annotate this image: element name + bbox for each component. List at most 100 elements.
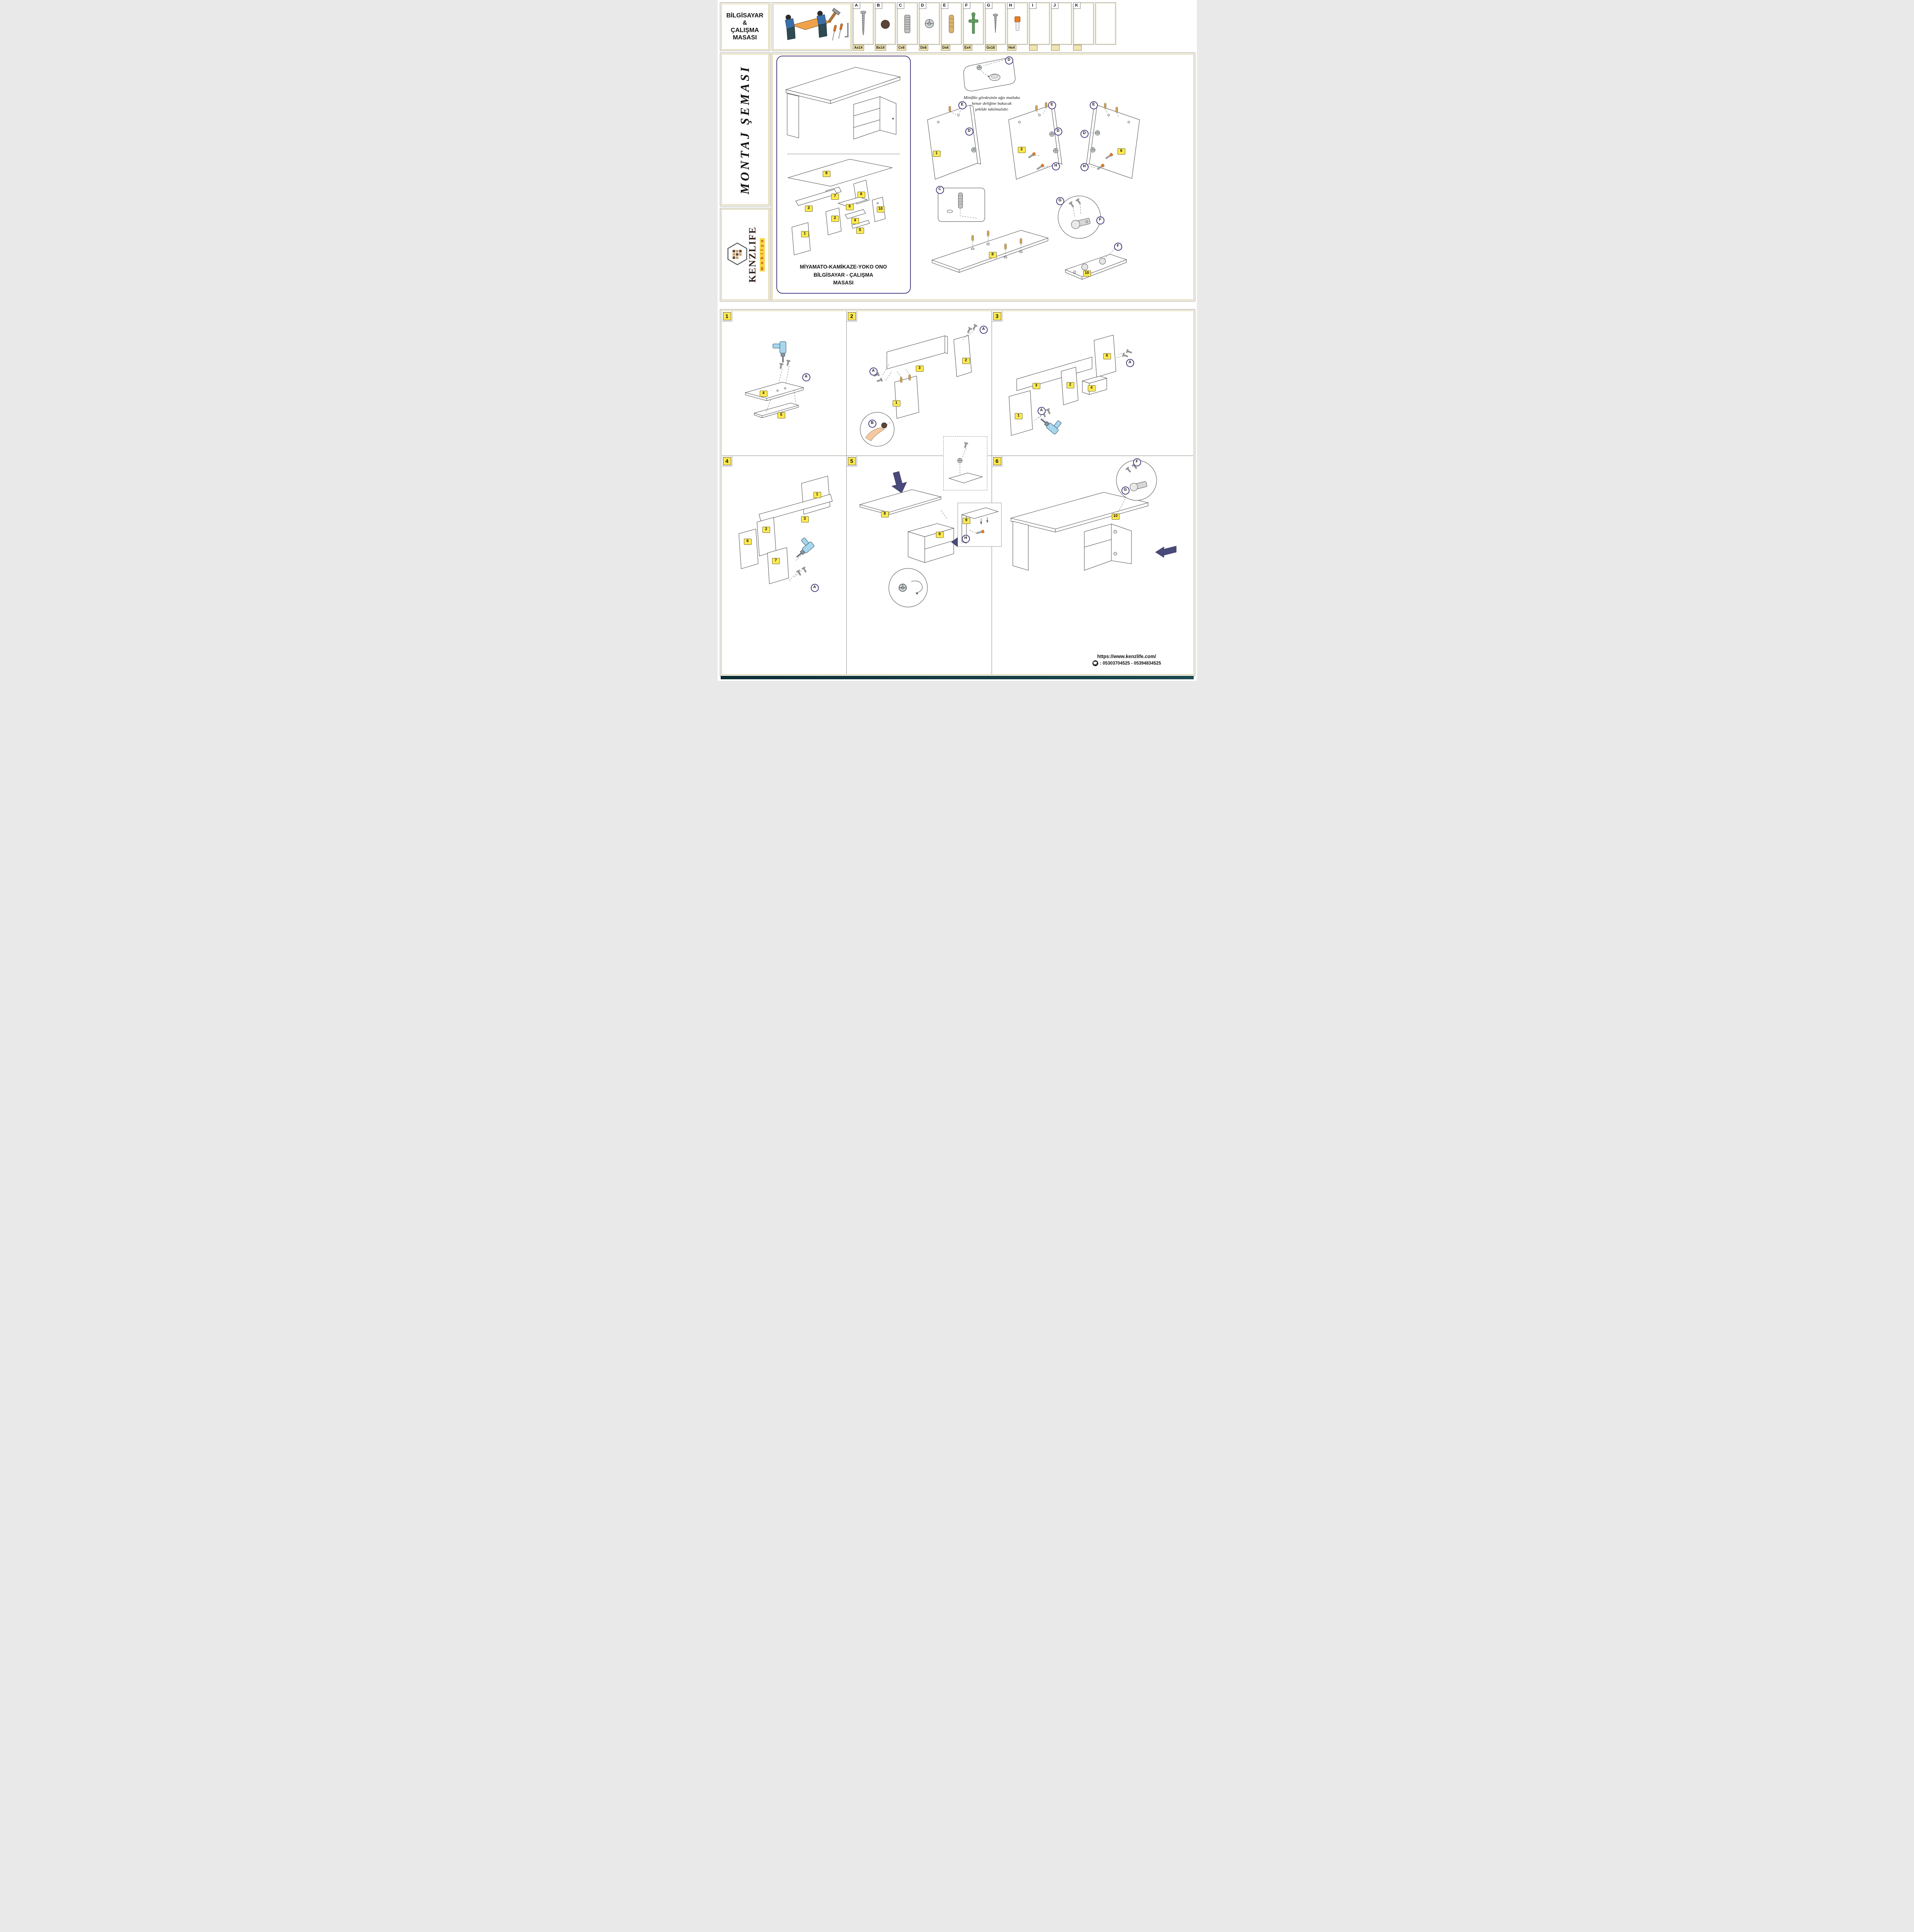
part-number-3: 3 bbox=[801, 516, 809, 522]
callout-letter-f: F bbox=[1096, 216, 1104, 224]
cam-screw-inset-drawing bbox=[948, 442, 983, 483]
callout-letter-a: A bbox=[1037, 407, 1046, 415]
desk-overview-drawing bbox=[785, 67, 901, 139]
title-line: ÇALIŞMA bbox=[731, 27, 759, 34]
workers-tools-illustration bbox=[784, 8, 849, 41]
note-line: Minifiks gövdesinin ağzı mutlaka bbox=[963, 95, 1020, 100]
part-column-d: D Dx6 bbox=[919, 2, 940, 51]
step-2-drawing bbox=[860, 324, 977, 447]
part-column-i: I bbox=[1029, 2, 1050, 51]
part-letter: J bbox=[1051, 2, 1058, 9]
part-letter: I bbox=[1029, 2, 1036, 9]
footer: https://www.kenzlife.com/ ☎ : 0530370452… bbox=[1063, 654, 1191, 666]
title-line: MASASI bbox=[733, 34, 757, 41]
part-letter: A bbox=[852, 2, 860, 9]
part-column-e: E Dx6 bbox=[941, 2, 962, 51]
step-2-header: 2 bbox=[846, 311, 857, 321]
screw-large-icon bbox=[860, 11, 866, 36]
part-number-4: 4 bbox=[851, 218, 859, 224]
part-qty: Hx4 bbox=[1007, 45, 1017, 51]
part-number-8: 8 bbox=[881, 511, 889, 517]
product-title-line: MASASI bbox=[833, 279, 854, 286]
part-column-j: J bbox=[1051, 2, 1072, 51]
part-number-1: 1 bbox=[801, 231, 809, 237]
callout-letter-a: A bbox=[810, 584, 819, 592]
step-5-header: 5 bbox=[846, 456, 857, 466]
phone-numbers: : 05303704525 - 05394834525 bbox=[1100, 661, 1161, 666]
callout-letter-f: F bbox=[1133, 458, 1141, 466]
step-3-drawing bbox=[1008, 335, 1132, 436]
part-number-10: 10 bbox=[1111, 514, 1119, 520]
phone-icon: ☎ bbox=[1092, 660, 1098, 666]
part-letter: G bbox=[985, 2, 992, 9]
callout-letter-g: G bbox=[1056, 197, 1064, 205]
website-url: https://www.kenzlife.com/ bbox=[1097, 654, 1156, 659]
part-number-2: 2 bbox=[1017, 147, 1026, 153]
panel-8-dowels-drawing bbox=[931, 230, 1049, 273]
part-column-h: H Hx4 bbox=[1007, 2, 1028, 51]
part-number-9: 9 bbox=[846, 204, 854, 210]
part-number-6: 6 bbox=[1117, 148, 1125, 155]
sheet-title: BİLGİSAYAR & ÇALIŞMA MASASI bbox=[720, 3, 770, 51]
part-qty: Bx14 bbox=[874, 45, 886, 51]
workers-tools-box bbox=[771, 2, 852, 51]
callout-letter-d: D bbox=[1005, 56, 1013, 65]
part-column-a: A Ax14 bbox=[852, 2, 874, 51]
product-title-line: MİYAMATO-KAMİKAZE-YOKO ONO bbox=[800, 264, 887, 270]
part-number-7: 7 bbox=[772, 558, 780, 564]
part-column-b: B Bx14 bbox=[874, 2, 896, 51]
part-number-3: 3 bbox=[805, 206, 813, 212]
step-1-header: 1 bbox=[721, 311, 732, 321]
part-qty: Ex4 bbox=[963, 45, 972, 51]
callout-letter-d: D bbox=[965, 128, 973, 136]
panel-2-fastener-block: E D 2 H bbox=[994, 97, 1073, 188]
steps-frame: 1 2 3 4 5 6 A 4 5 bbox=[720, 309, 1195, 676]
part-qty bbox=[1051, 45, 1060, 51]
part-number-6: 6 bbox=[857, 192, 865, 198]
part-qty: Cx6 bbox=[897, 45, 907, 51]
part-number-10: 10 bbox=[876, 206, 885, 213]
brand-subtitle: m o b i l y a bbox=[760, 238, 765, 272]
wooden-dowel-icon bbox=[949, 15, 954, 33]
step-number: 4 bbox=[723, 457, 731, 465]
part-column-f: F Ex4 bbox=[963, 2, 984, 51]
step-5-drawing bbox=[859, 471, 966, 607]
product-title: MİYAMATO-KAMİKAZE-YOKO ONO BİLGİSAYAR - … bbox=[781, 263, 906, 287]
callout-letter-e: E bbox=[958, 101, 966, 109]
panel-1-fastener-block: E D 1 bbox=[913, 97, 992, 188]
assembly-sheet: BİLGİSAYAR & ÇALIŞMA MASASI A Ax14 bbox=[717, 0, 1197, 681]
part-letter: K bbox=[1073, 2, 1080, 9]
screw-small-icon bbox=[993, 14, 998, 33]
part-number-4: 4 bbox=[1087, 385, 1096, 391]
step-number: 6 bbox=[993, 457, 1001, 465]
part-column-g: G Gx16 bbox=[985, 2, 1006, 51]
cam-lock-icon bbox=[925, 19, 934, 28]
step-number: 5 bbox=[847, 457, 856, 465]
dowel-detail-drawing bbox=[947, 192, 977, 219]
metal-dowel-icon bbox=[904, 15, 910, 33]
door-panel-10-drawing bbox=[1065, 248, 1127, 280]
callout-letter-h: H bbox=[961, 535, 970, 543]
part-number-8: 8 bbox=[822, 171, 830, 177]
part-qty: Ax14 bbox=[852, 45, 864, 51]
step-1-drawing bbox=[744, 341, 804, 418]
part-letter: H bbox=[1007, 2, 1014, 9]
callout-letter-g: G bbox=[1121, 486, 1130, 495]
minifix-note: Minifiks gövdesinin ağzı mutlaka kenar d… bbox=[948, 95, 1036, 112]
callout-letter-h: H bbox=[1080, 163, 1089, 171]
callout-letter-a: A bbox=[869, 367, 878, 376]
part-number-9: 9 bbox=[936, 532, 944, 538]
part-number-5: 5 bbox=[777, 412, 785, 418]
cam-bolt-inset: 9 H bbox=[957, 503, 1002, 547]
part-qty: Dx6 bbox=[919, 45, 929, 51]
part-number-4: 4 bbox=[759, 391, 767, 397]
part-number-2: 2 bbox=[1066, 382, 1074, 388]
callout-letter-e: E bbox=[1048, 101, 1056, 109]
hinge-bolt-icon bbox=[968, 12, 978, 34]
part-column-empty bbox=[1095, 2, 1116, 45]
exploded-parts-drawing bbox=[788, 159, 892, 255]
cam-screw-inset bbox=[943, 436, 987, 490]
part-number-2: 2 bbox=[762, 527, 770, 533]
phone-line: ☎ : 05303704525 - 05394834525 bbox=[1063, 660, 1191, 666]
cover-cap-icon bbox=[881, 20, 890, 29]
